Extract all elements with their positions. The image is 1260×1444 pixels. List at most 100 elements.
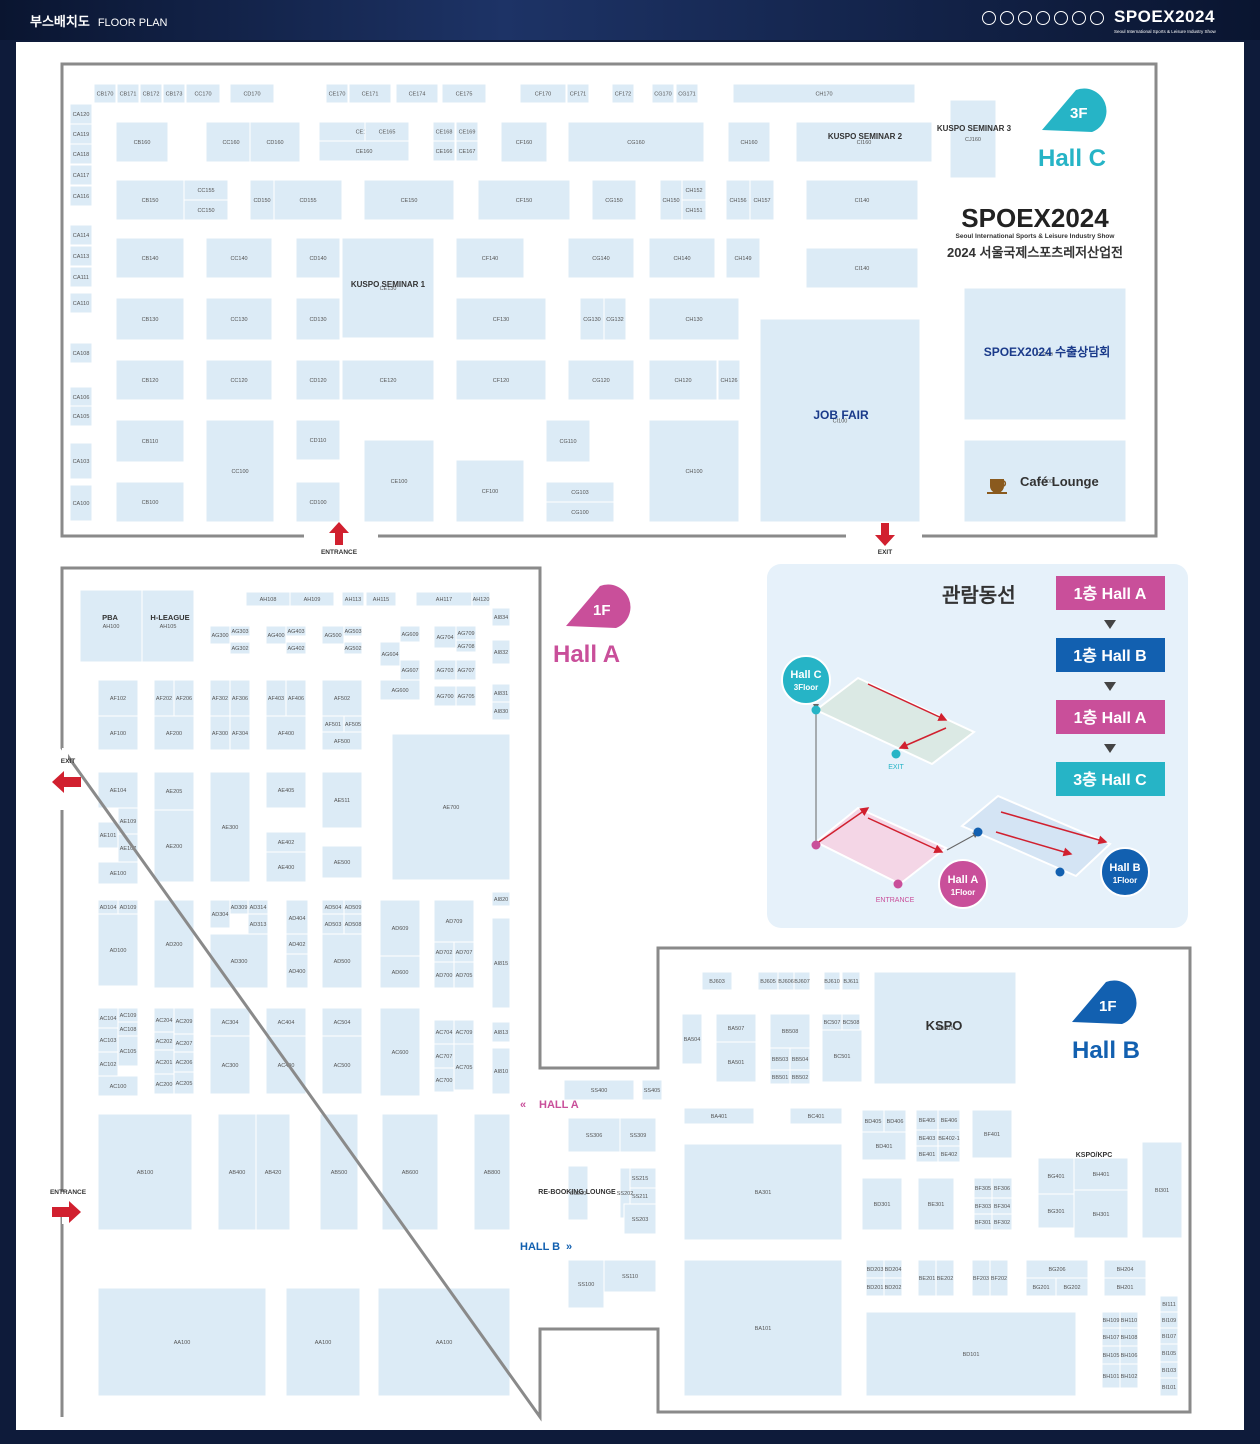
- booth[interactable]: [1055, 1277, 1089, 1297]
- booth[interactable]: [97, 913, 139, 987]
- booth[interactable]: [321, 731, 363, 751]
- booth[interactable]: [623, 1203, 657, 1235]
- booth[interactable]: [285, 953, 309, 989]
- booth[interactable]: [205, 237, 273, 279]
- booth[interactable]: [805, 179, 919, 221]
- booth[interactable]: [117, 1035, 139, 1067]
- booth[interactable]: [205, 359, 273, 401]
- booth[interactable]: [69, 442, 93, 480]
- booth[interactable]: [749, 179, 775, 221]
- booth[interactable]: [648, 237, 716, 279]
- booth[interactable]: [648, 297, 740, 341]
- booth[interactable]: [681, 1013, 703, 1065]
- booth[interactable]: [883, 1277, 903, 1297]
- booth[interactable]: [209, 1035, 251, 1095]
- booth[interactable]: [265, 1007, 307, 1037]
- booth[interactable]: [69, 245, 93, 267]
- booth[interactable]: [265, 715, 307, 751]
- booth[interactable]: [229, 83, 275, 104]
- booth[interactable]: [683, 1143, 843, 1241]
- booth[interactable]: [545, 419, 591, 463]
- booth[interactable]: [265, 771, 307, 809]
- booth[interactable]: [841, 971, 861, 991]
- booth[interactable]: [567, 1117, 621, 1153]
- booth[interactable]: [769, 1013, 811, 1049]
- booth[interactable]: [69, 342, 93, 364]
- booth[interactable]: [139, 83, 163, 104]
- booth[interactable]: [603, 297, 627, 341]
- booth[interactable]: [97, 861, 139, 885]
- booth[interactable]: [265, 1035, 307, 1095]
- booth[interactable]: [648, 359, 718, 401]
- booth[interactable]: [97, 1287, 267, 1397]
- booth[interactable]: [971, 1109, 1013, 1159]
- booth[interactable]: [789, 1107, 843, 1125]
- booth[interactable]: [1073, 1157, 1129, 1191]
- booth[interactable]: [455, 297, 547, 341]
- booth[interactable]: [989, 1259, 1009, 1297]
- booth[interactable]: [69, 405, 93, 427]
- booth[interactable]: [861, 1177, 903, 1231]
- booth[interactable]: [341, 359, 435, 401]
- booth[interactable]: [285, 641, 307, 655]
- booth[interactable]: [441, 83, 487, 104]
- booth[interactable]: [455, 140, 479, 162]
- booth[interactable]: [69, 164, 93, 186]
- booth[interactable]: [491, 607, 511, 627]
- booth[interactable]: [97, 1075, 139, 1097]
- booth[interactable]: [153, 715, 195, 751]
- booth[interactable]: [725, 179, 751, 221]
- booth[interactable]: [295, 237, 341, 279]
- booth[interactable]: [343, 625, 363, 637]
- booth[interactable]: [69, 185, 93, 207]
- booth[interactable]: [379, 641, 401, 667]
- booth[interactable]: [681, 199, 707, 221]
- booth[interactable]: [285, 1287, 361, 1397]
- booth[interactable]: [341, 591, 365, 607]
- booth[interactable]: [229, 625, 251, 637]
- booth[interactable]: [395, 83, 439, 104]
- booth[interactable]: [491, 1047, 511, 1095]
- booth[interactable]: [683, 1107, 755, 1125]
- booth[interactable]: [603, 1259, 657, 1293]
- booth[interactable]: [183, 199, 229, 221]
- booth[interactable]: [789, 1069, 811, 1085]
- booth[interactable]: [343, 641, 363, 655]
- booth[interactable]: [348, 83, 392, 104]
- booth[interactable]: [619, 1117, 657, 1153]
- booth[interactable]: [949, 99, 997, 179]
- booth[interactable]: [1037, 1193, 1075, 1229]
- booth[interactable]: [453, 961, 475, 989]
- hall-a-link-arrow-icon[interactable]: «: [520, 1099, 526, 1111]
- booth[interactable]: [265, 851, 307, 883]
- booth[interactable]: [229, 715, 251, 751]
- booth[interactable]: [365, 591, 397, 607]
- booth[interactable]: [229, 641, 251, 655]
- booth[interactable]: [477, 179, 571, 221]
- booth[interactable]: [805, 247, 919, 289]
- booth[interactable]: [1159, 1377, 1179, 1397]
- booth[interactable]: [295, 481, 341, 523]
- booth[interactable]: [115, 359, 185, 401]
- booth[interactable]: [641, 1079, 663, 1101]
- booth[interactable]: [795, 121, 933, 163]
- booth[interactable]: [491, 1021, 511, 1043]
- booth[interactable]: [379, 679, 421, 701]
- booth[interactable]: [823, 971, 841, 991]
- booth[interactable]: [97, 771, 139, 809]
- booth[interactable]: [321, 1007, 363, 1037]
- booth[interactable]: [185, 83, 221, 104]
- hall-b-link[interactable]: HALL B: [520, 1241, 560, 1253]
- booth[interactable]: [273, 179, 343, 221]
- booth[interactable]: [318, 140, 410, 162]
- booth[interactable]: [93, 83, 117, 104]
- booth[interactable]: [648, 419, 740, 523]
- booth[interactable]: [865, 1311, 1077, 1397]
- booth[interactable]: [873, 971, 1017, 1085]
- booth[interactable]: [861, 1131, 907, 1161]
- booth[interactable]: [683, 1259, 843, 1397]
- booth[interactable]: [341, 237, 435, 339]
- booth[interactable]: [567, 237, 635, 279]
- booth[interactable]: [115, 481, 185, 523]
- booth[interactable]: [471, 591, 491, 607]
